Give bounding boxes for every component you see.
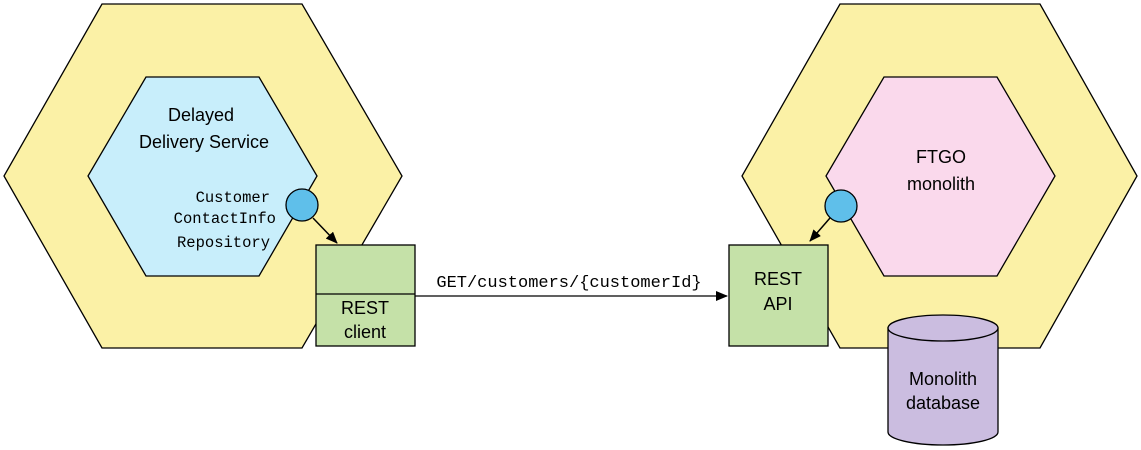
service-name-line2: Delivery Service <box>139 132 269 152</box>
repository-label-line3: Repository <box>177 234 270 252</box>
database-cylinder-body <box>887 327 999 446</box>
rest-client-box <box>315 244 416 347</box>
http-request-label: GET/customers/{customerId} <box>436 274 701 293</box>
repository-port <box>285 188 319 222</box>
port-to-rest-client-arrow <box>312 217 338 244</box>
ftgo-monolith-hexagon <box>825 76 1056 277</box>
rest-client-label-line1: REST <box>341 298 389 318</box>
delayed-delivery-service-hexagon <box>87 76 318 277</box>
database-cylinder-top <box>887 314 999 342</box>
monolith-name-line1: FTGO <box>916 147 966 167</box>
rest-client-adapter: REST client <box>315 244 416 347</box>
database-label-line1: Monolith <box>909 369 977 389</box>
rest-api-box <box>728 244 829 347</box>
rest-api-adapter: REST API <box>728 244 829 347</box>
monolith-name-line2: monolith <box>907 174 975 194</box>
monolith-database: Monolith database <box>887 314 999 446</box>
rest-api-label-line1: REST <box>754 269 802 289</box>
rest-api-label-line2: API <box>763 294 792 314</box>
database-label-line2: database <box>906 393 980 413</box>
port-to-rest-api-arrow <box>809 217 831 242</box>
rest-client-label-line2: client <box>344 322 386 342</box>
repository-label-line2: ContactInfo <box>174 210 276 228</box>
repository-label-line1: Customer <box>196 189 270 207</box>
monolith-port <box>824 189 858 223</box>
service-name-line1: Delayed <box>168 105 234 125</box>
